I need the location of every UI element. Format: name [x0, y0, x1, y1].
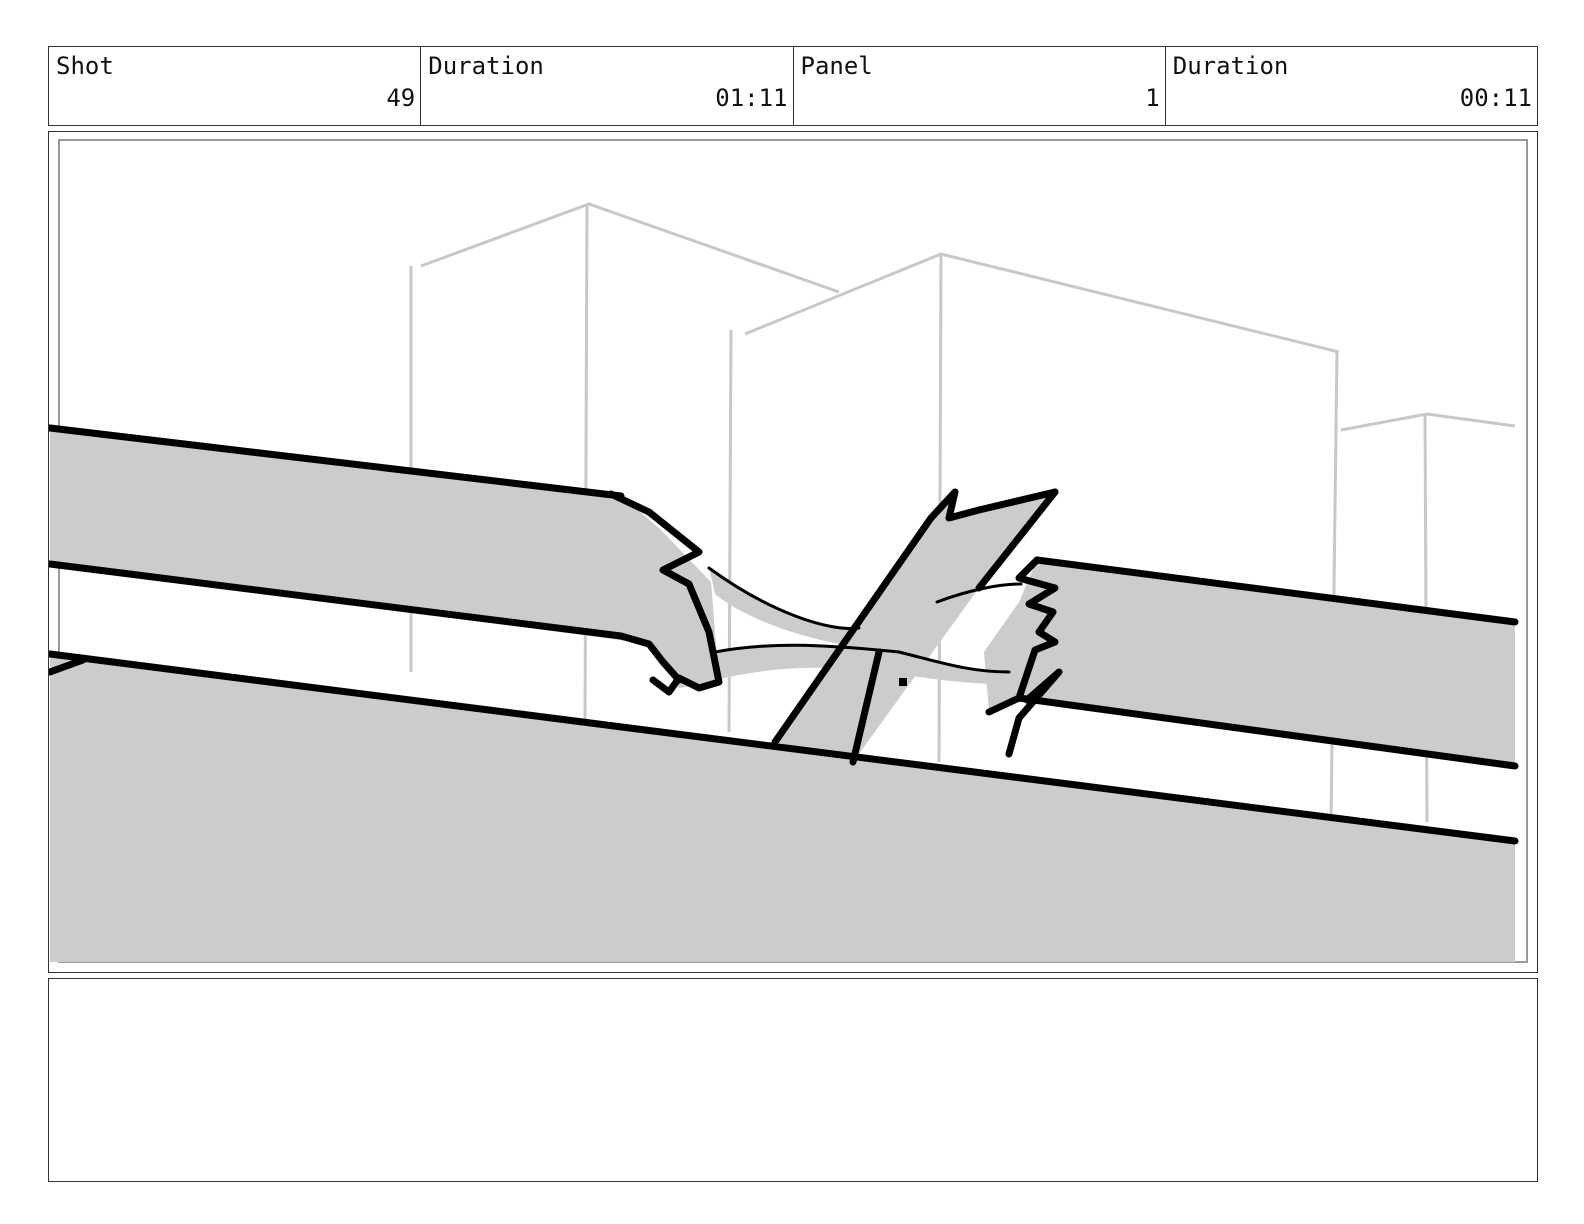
panel-number: 1	[1145, 84, 1160, 112]
panel-duration-cell: Duration 00:11	[1166, 47, 1537, 125]
diagonal-post	[775, 492, 1055, 762]
shot-duration-value: 01:11	[715, 84, 788, 112]
shot-duration-label: Duration	[428, 52, 544, 80]
shot-info-header: Shot 49 Duration 01:11 Panel 1 Duration …	[48, 46, 1538, 126]
panel-label: Panel	[800, 52, 873, 80]
storyboard-panel	[48, 131, 1538, 973]
panel-duration-value: 00:11	[1459, 84, 1532, 112]
panel-cell: Panel 1	[794, 47, 1166, 125]
left-railing-bar	[50, 428, 719, 688]
ink-outlines	[49, 424, 1519, 845]
shot-duration-cell: Duration 01:11	[421, 47, 794, 125]
panel-sketch	[49, 139, 1528, 963]
tendril-outlines	[707, 566, 1023, 674]
shot-label: Shot	[56, 52, 114, 80]
ground-shape	[50, 654, 1515, 962]
right-railing-bar	[984, 560, 1515, 766]
shot-cell: Shot 49	[49, 47, 422, 125]
ink-mark	[899, 678, 907, 686]
shot-number: 49	[386, 84, 416, 112]
panel-notes-box[interactable]	[48, 978, 1538, 1182]
tendril-upper	[709, 568, 869, 648]
panel-duration-label: Duration	[1172, 52, 1289, 80]
